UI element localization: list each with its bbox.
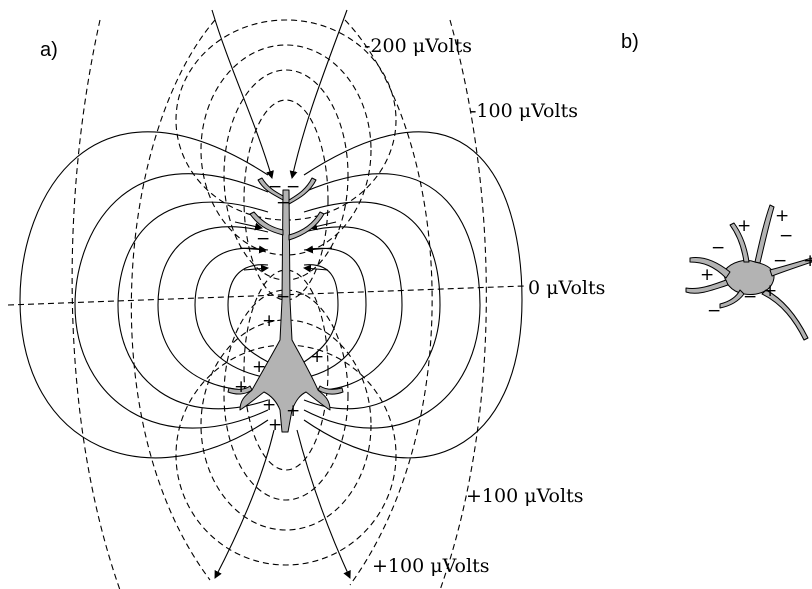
equipotential-line [200,319,372,531]
plus-sign: + [310,347,324,367]
field-line-right [303,264,339,363]
stellate-neuron [685,204,812,341]
outflow-arrow [214,429,275,579]
field-line-right [303,173,481,429]
plus-sign: + [262,311,276,331]
minus-sign: − [773,251,787,271]
label-minus-200: -200 μVolts [364,35,472,57]
minus-sign: − [286,177,300,197]
plus-sign: + [252,357,266,377]
field-lines [19,131,523,459]
inflow-arrow [234,221,263,231]
current-arrows [211,9,351,579]
panel-label-b: b) [621,31,639,53]
minus-sign: − [779,226,793,246]
label-plus-100-upper: +100 μVolts [466,485,583,507]
plus-sign: + [700,265,714,285]
equipotential-line [223,289,349,501]
inflow-arrow [289,9,348,179]
minus-sign: − [743,287,757,307]
equipotential-line [344,19,433,586]
panel-label-a: a) [40,39,58,61]
inflow-arrow [309,221,337,231]
inflow-arrow [211,9,274,179]
field-line-left [157,226,269,392]
field-line-right [303,201,441,410]
outflow-arrow [296,429,351,579]
minus-sign: − [707,301,721,321]
pyramidal-neuron [227,177,344,433]
voltage-labels: -200 μVolts -100 μVolts 0 μVolts +100 μV… [364,35,605,577]
plus-sign: + [763,281,777,301]
charge-signs-b: + + − − + − + + − − [700,206,812,321]
equipotential-line [175,344,397,566]
inflow-arrow [243,264,269,273]
charge-signs-a: − − − − − + + + + + + + [234,177,324,435]
plus-sign: + [737,216,751,236]
field-line-left [194,247,269,379]
minus-sign: − [276,193,290,213]
label-minus-100: -100 μVolts [470,100,578,122]
equipotential-lines [7,19,525,589]
equipotential-line [439,19,487,589]
plus-sign: + [286,401,300,421]
inflow-arrow [239,245,267,254]
zero-equipotential-line [7,285,525,306]
field-line-left [117,201,269,410]
field-line-left [227,264,269,363]
field-line-left [74,173,269,429]
field-line-right [303,247,367,379]
plus-sign: + [262,395,276,415]
minus-sign: − [711,238,725,258]
plus-sign: + [268,415,282,435]
field-line-left [19,131,269,459]
plus-sign: + [775,206,789,226]
inflow-arrow [303,264,329,273]
equipotential-line [243,99,329,301]
plus-sign: + [803,251,812,271]
equipotential-line [200,44,372,256]
field-line-right [303,226,403,392]
inflow-arrow [305,245,333,254]
label-plus-100-lower: +100 μVolts [372,555,489,577]
label-zero: 0 μVolts [528,277,605,299]
equipotential-line [71,19,121,589]
field-line-right [303,131,523,459]
minus-sign: − [268,177,282,197]
minus-sign: − [276,287,290,307]
minus-sign: − [256,229,270,249]
plus-sign: + [234,377,248,397]
